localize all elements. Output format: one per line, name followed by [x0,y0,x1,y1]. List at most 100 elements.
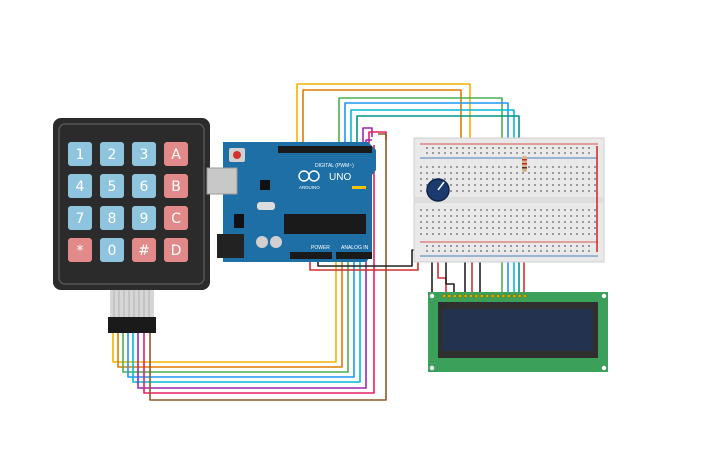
wire-keypad-8[interactable] [149,133,387,401]
key-button[interactable] [68,206,92,230]
analog-header-label: ANALOG IN [341,245,369,251]
key-button[interactable] [164,174,188,198]
key-6[interactable]: 6 [132,174,156,198]
key-13[interactable]: 0 [100,238,124,262]
key-button[interactable] [132,142,156,166]
lcd-screen [443,309,593,351]
wire-keypad-5[interactable] [132,258,361,383]
analog-header [336,252,372,259]
resistor-band-3 [522,167,527,169]
crystal [257,202,275,210]
wire-keypad-3[interactable] [122,258,349,373]
lcd-pin-header [442,294,527,298]
keypad-keys: 1 2 3 A 4 5 6 B 7 8 9 C * 0 # D [68,142,188,262]
key-button[interactable] [132,238,156,262]
power-header-label: POWER [311,245,330,251]
wire-keypad-4[interactable] [127,258,355,378]
key-label: 4 [76,179,85,195]
power-header [290,252,332,259]
wire-keypad-7[interactable] [143,145,375,394]
lcd-mount-hole-br [601,365,607,371]
key-label: A [171,147,181,163]
key-button[interactable] [132,174,156,198]
resistor-band-1 [522,159,527,161]
key-7[interactable]: B [164,174,188,198]
key-label: 2 [108,147,117,163]
key-button[interactable] [164,142,188,166]
regulator [234,214,244,228]
keypad-ribbon-lines [113,290,150,317]
power-jack [217,234,244,258]
potentiometer[interactable] [426,178,450,202]
key-button[interactable] [100,238,124,262]
led-indicator [352,186,366,189]
usb-port [206,167,238,195]
wire-keypad-6[interactable] [137,139,372,389]
key-label: D [171,243,182,259]
reset-button-cap [233,151,241,159]
wire-orange[interactable] [302,89,462,158]
key-button[interactable] [68,238,92,262]
key-button[interactable] [100,206,124,230]
key-button[interactable] [164,238,188,262]
key-3[interactable]: A [164,142,188,166]
key-2[interactable]: 3 [132,142,156,166]
keypad-connector[interactable] [108,317,156,333]
keypad-ribbon [110,290,154,317]
board-label: UNO [329,172,351,183]
key-11[interactable]: C [164,206,188,230]
capacitor-2 [270,236,282,248]
arduino-logo [298,170,320,182]
key-5[interactable]: 5 [100,174,124,198]
key-label: 5 [108,179,117,195]
arduino-uno[interactable]: DIGITAL (PWM~) UNO ARDUINO POWER ANALOG … [206,142,376,262]
key-button[interactable] [100,142,124,166]
key-label: 9 [140,211,149,227]
key-9[interactable]: 8 [100,206,124,230]
key-button[interactable] [100,174,124,198]
resistor-band-2 [522,163,527,165]
key-button[interactable] [68,174,92,198]
keypad-4x4[interactable]: 1 2 3 A 4 5 6 B 7 8 9 C * 0 # D [53,118,210,333]
lcd-mount-hole-tl [429,293,435,299]
key-10[interactable]: 9 [132,206,156,230]
key-label: 0 [108,243,117,259]
key-1[interactable]: 2 [100,142,124,166]
key-4[interactable]: 4 [68,174,92,198]
key-label: C [171,211,181,227]
lcd-16x2[interactable] [428,292,608,372]
key-button[interactable] [164,206,188,230]
wire-keypad-2[interactable] [117,258,343,368]
wire-lcd-black-2[interactable] [445,245,455,292]
brand-label: ARDUINO [299,185,320,190]
breadboard[interactable] [413,137,605,263]
potentiometer-knob-indicator [437,181,445,191]
lcd-mount-hole-tr [601,293,607,299]
key-label: B [171,179,181,195]
digital-header [278,146,372,153]
usb-chip [260,180,270,190]
key-label: 1 [76,147,85,163]
key-8[interactable]: 7 [68,206,92,230]
resistor[interactable] [522,156,527,172]
breadboard-center-channel [414,197,604,203]
wire-yellow[interactable] [296,83,471,163]
key-label: 6 [140,179,149,195]
key-12[interactable]: * [68,238,92,262]
breadboard-holes [420,147,596,252]
keypad-border [58,123,205,285]
key-15[interactable]: D [164,238,188,262]
capacitor-1 [256,236,268,248]
key-label: * [77,243,84,259]
key-button[interactable] [68,142,92,166]
key-0[interactable]: 1 [68,142,92,166]
key-14[interactable]: # [132,238,156,262]
key-button[interactable] [132,206,156,230]
key-label: # [138,243,150,259]
key-label: 8 [108,211,117,227]
wire-keypad-1[interactable] [112,258,337,363]
key-label: 3 [140,147,149,163]
key-label: 7 [76,211,85,227]
